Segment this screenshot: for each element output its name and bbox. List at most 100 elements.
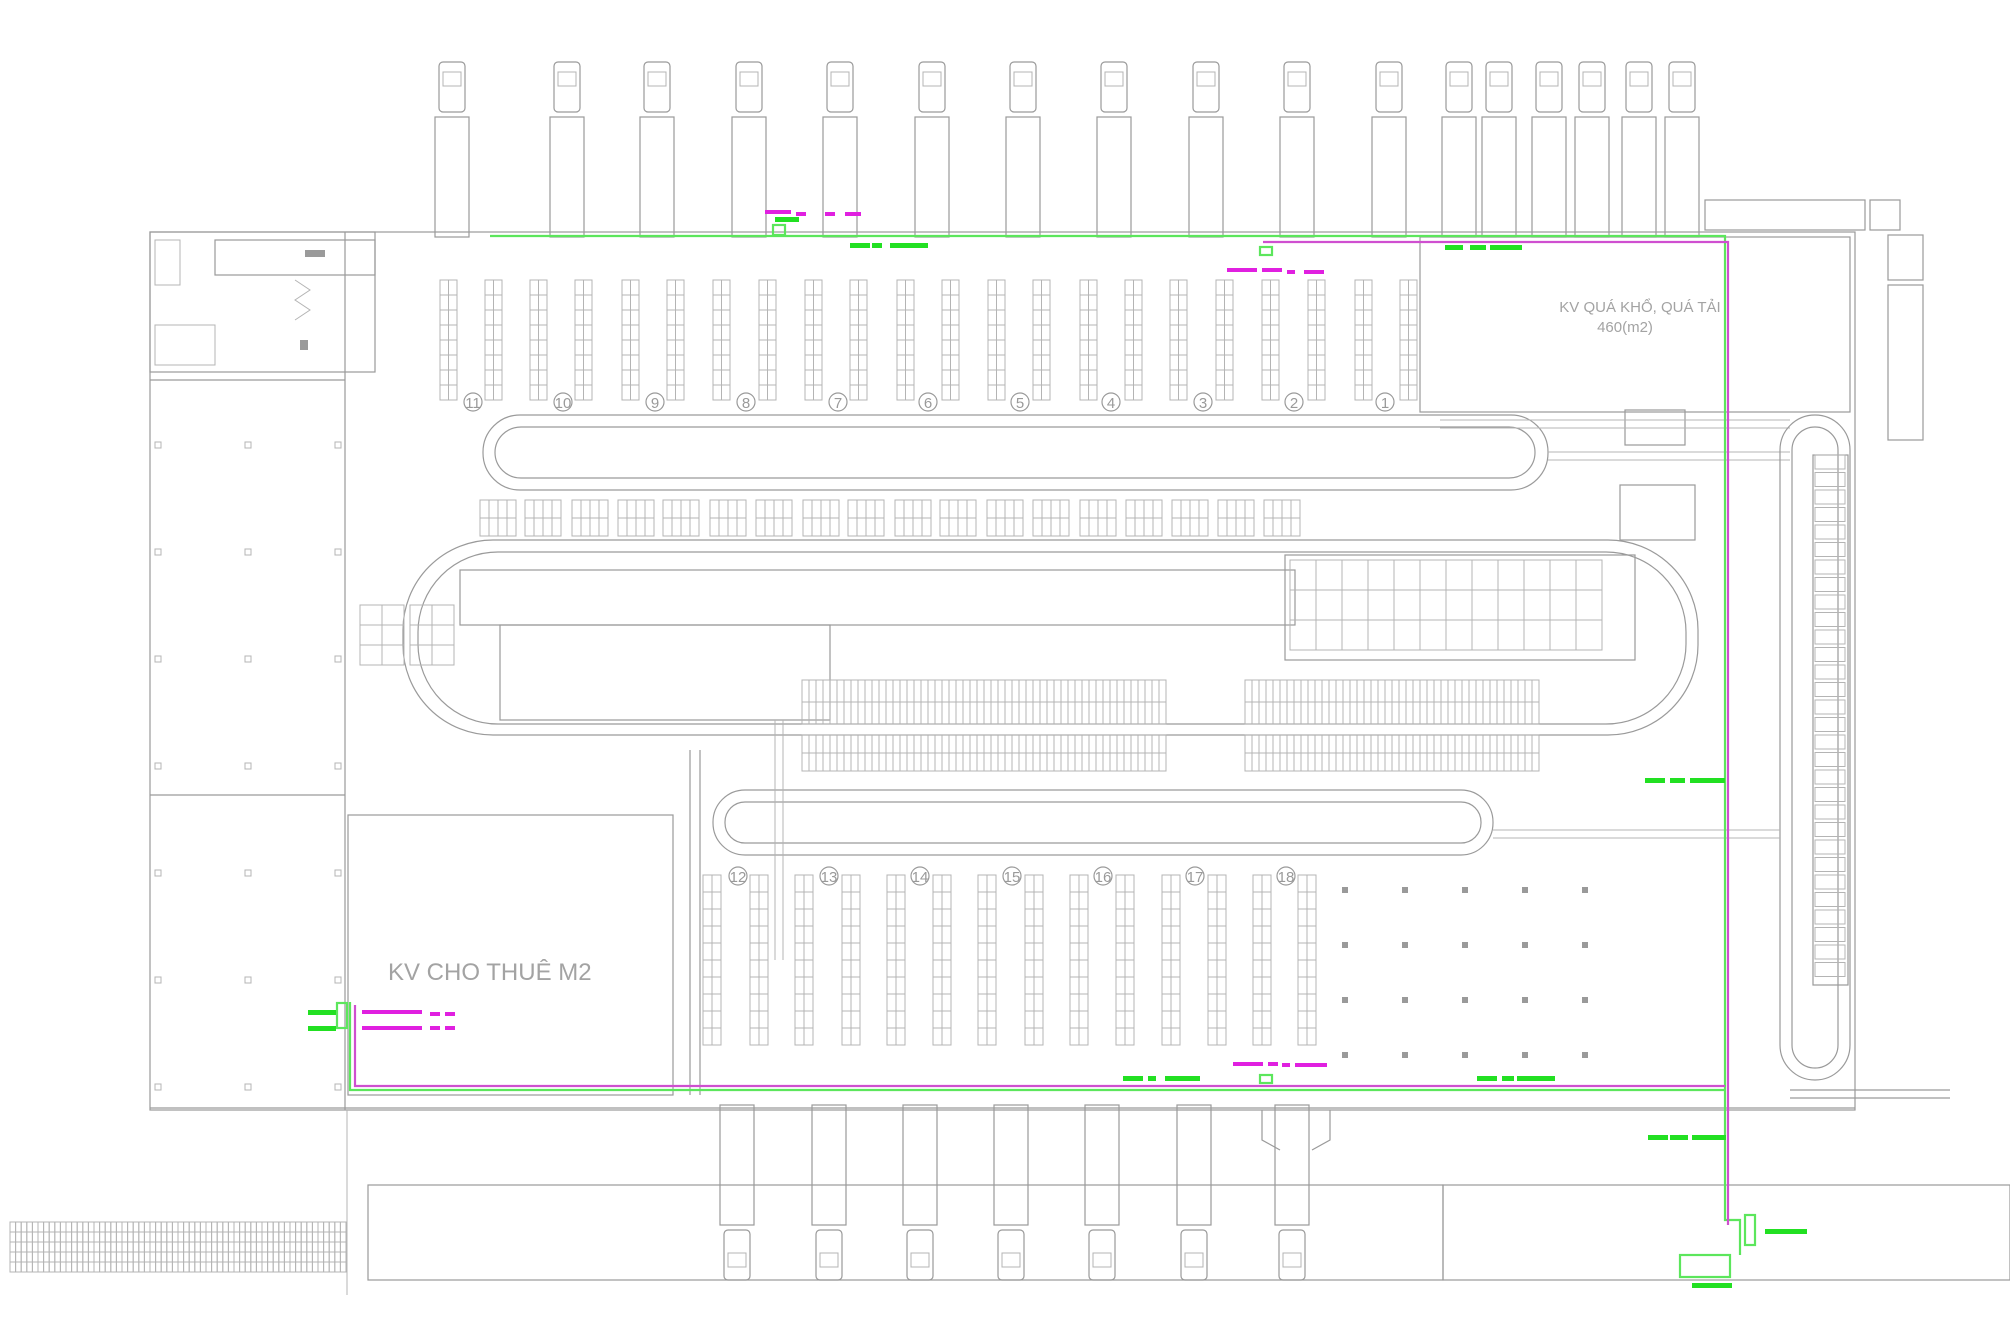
- parking-bay-cell: [59, 1231, 67, 1243]
- rack-cell: [675, 294, 685, 311]
- rack-cell: [977, 874, 988, 893]
- induction-cell-cell: [1152, 517, 1163, 537]
- rack-cell: [1316, 384, 1326, 401]
- chute: [1814, 524, 1846, 540]
- truck-trailer: [1574, 116, 1610, 238]
- rack-cell: [1261, 1010, 1272, 1029]
- storage-row-cell: [1144, 701, 1153, 725]
- rack-cell: [1399, 354, 1409, 371]
- bay-number: 6: [924, 395, 932, 412]
- truck-trailer: [1084, 1104, 1120, 1226]
- truck: [1441, 61, 1477, 238]
- storage-row-cell: [1384, 701, 1393, 725]
- truck-trailer: [1621, 116, 1657, 238]
- rack-cell: [941, 309, 951, 326]
- storage-row-cell: [1081, 701, 1090, 725]
- rack: [1115, 874, 1135, 1046]
- rack-cell: [712, 369, 722, 386]
- rack-cell: [1170, 1027, 1181, 1046]
- rack-cell: [849, 339, 859, 356]
- rack-cell: [1133, 324, 1143, 341]
- rack-cell: [841, 891, 852, 910]
- parking-bay-cell: [43, 1241, 50, 1253]
- storage-row-cell: [1053, 752, 1062, 772]
- truck-windshield: [1282, 1252, 1302, 1268]
- parking-bay-cell: [132, 1221, 140, 1233]
- cable-tag-green: [308, 1026, 336, 1031]
- induction-cell-cell: [1059, 499, 1070, 519]
- storage-row-cell: [836, 752, 845, 772]
- parking-bay-cell: [317, 1221, 325, 1233]
- chute: [1814, 717, 1846, 732]
- rack-cell: [803, 925, 814, 944]
- parking-bay-cell: [205, 1221, 213, 1233]
- rack-cell: [858, 354, 868, 371]
- rack-cell: [905, 279, 915, 296]
- truck-cab: [1445, 61, 1473, 113]
- induction-cell: [1289, 559, 1603, 651]
- rack-cell: [1170, 976, 1181, 995]
- rack-cell: [1079, 384, 1089, 401]
- induction-cell-cell: [1315, 559, 1343, 591]
- storage-row-cell: [1321, 752, 1330, 772]
- rack-cell: [1078, 908, 1089, 927]
- parking-bay-cell: [289, 1251, 297, 1263]
- storage-row-cell: [1046, 701, 1055, 725]
- column: [244, 441, 252, 449]
- rack: [702, 874, 722, 1046]
- induction-cell-cell: [755, 499, 766, 519]
- truck: [1531, 61, 1567, 238]
- storage-row-cell: [1531, 734, 1540, 754]
- storage-row-cell: [1440, 701, 1449, 725]
- storage-row: [801, 679, 1167, 725]
- rack-cell: [905, 354, 915, 371]
- chute: [1814, 664, 1846, 680]
- rack: [484, 279, 503, 401]
- storage-row-cell: [1461, 734, 1470, 754]
- rack-cell: [1252, 1010, 1263, 1029]
- truck-windshield: [1379, 71, 1399, 87]
- induction-cell-cell: [966, 517, 977, 537]
- rack-cell: [1316, 279, 1326, 296]
- rack: [841, 874, 861, 1046]
- rack-cell: [538, 339, 548, 356]
- parking-bay-cell: [48, 1261, 56, 1273]
- truck-cab: [826, 61, 854, 113]
- rack-cell: [538, 369, 548, 386]
- parking-bay-cell: [71, 1221, 78, 1233]
- rack-cell: [1024, 925, 1035, 944]
- storage-row-cell: [1363, 701, 1372, 725]
- rack-cell: [1216, 908, 1227, 927]
- rack-cell: [1161, 1027, 1172, 1046]
- rack-cell: [896, 324, 906, 341]
- truck-trailer: [1441, 116, 1477, 238]
- rental-zone-label: KV CHO THUÊ M2: [388, 959, 592, 986]
- storage-row-cell: [843, 734, 852, 754]
- storage-row-cell: [1095, 679, 1104, 703]
- rack-cell: [932, 993, 943, 1012]
- storage-row-cell: [892, 752, 901, 772]
- induction-cell-cell: [736, 517, 747, 537]
- rack-cell: [932, 908, 943, 927]
- rack-cell: [1307, 324, 1317, 341]
- cable-tag-green: [1645, 778, 1665, 783]
- column: [334, 441, 342, 449]
- rack-cell: [841, 993, 852, 1012]
- parking-bay-cell: [339, 1251, 347, 1263]
- rack-cell: [932, 1010, 943, 1029]
- storage-row-cell: [1510, 679, 1519, 703]
- induction-cell-cell: [912, 517, 923, 537]
- rack-cell: [1224, 384, 1234, 401]
- rack-cell: [538, 354, 548, 371]
- parked-trailer: [1704, 199, 1866, 231]
- rack-cell: [749, 942, 760, 961]
- rack-cell: [1170, 874, 1181, 893]
- storage-row-cell: [871, 734, 880, 754]
- rack-cell: [1399, 279, 1409, 296]
- induction-cell-cell: [1272, 517, 1283, 537]
- rack-cell: [702, 959, 713, 978]
- parking-bay-cell: [306, 1251, 313, 1263]
- column: [334, 548, 342, 556]
- rack-cell: [767, 324, 777, 341]
- rack-cell: [1306, 1010, 1317, 1029]
